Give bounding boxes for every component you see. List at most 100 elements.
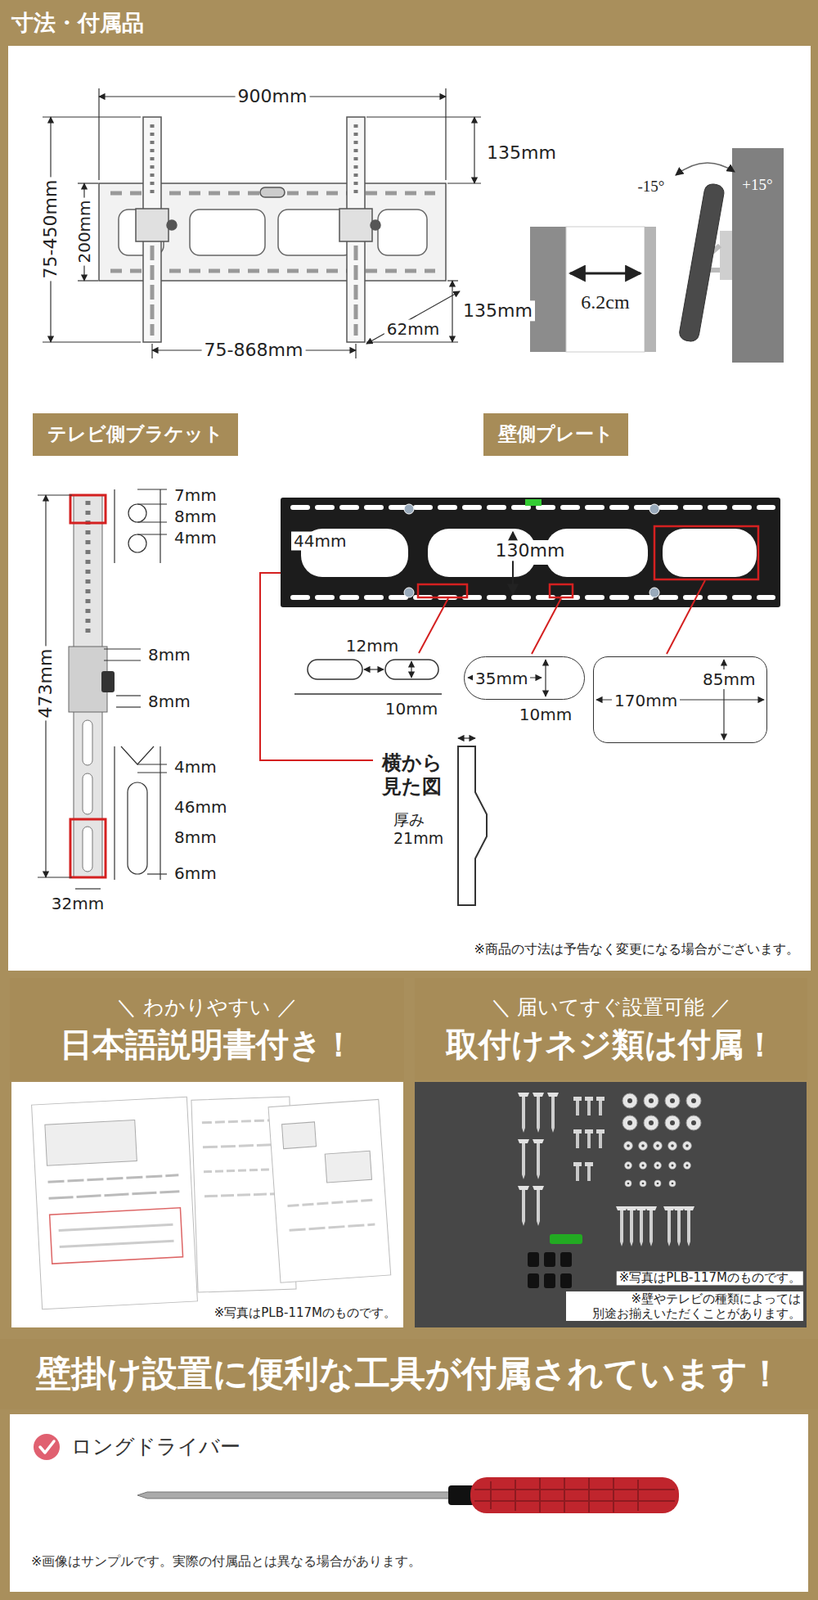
dimension-label: 75-868mm: [202, 339, 306, 360]
note-text: ※写真はPLB-117Mのものです。: [616, 1270, 804, 1285]
screw-set-photo-part: [596, 1128, 605, 1148]
screwdriver-part: [612, 1477, 615, 1512]
manual-pages-part: [268, 1098, 392, 1282]
heading-text: 壁側プレート: [498, 422, 614, 446]
screw-set-photo-part: [654, 1179, 661, 1187]
screw-set-photo-part: [663, 1205, 675, 1246]
dimension-label: 900mm: [235, 85, 311, 107]
screw-set-photo-part: [654, 1161, 662, 1169]
screw-set-photo-part: [584, 1096, 594, 1115]
screw-set-photo-part: [686, 1092, 702, 1108]
page-title: 寸法・付属品: [11, 9, 144, 36]
wall-plate-photo: [260, 497, 781, 760]
screw-set-photo-part: [635, 1205, 648, 1246]
dimension-label: 32mm: [49, 894, 107, 913]
tv-bracket-drawing-part-part: [128, 503, 147, 522]
wall-plate-photo-part: [662, 528, 757, 577]
screw-set-photo-part: [615, 1205, 628, 1246]
dimension-lines-part: [451, 280, 453, 342]
tv-bracket-drawing-part-part: [137, 771, 167, 773]
dimension-label: 46mm: [171, 797, 230, 817]
wall-plate-photo-part: [654, 525, 759, 580]
mount-frame-drawing-part: [166, 220, 177, 230]
screw-set-photo-part: [683, 1161, 692, 1169]
dimension-label: 4mm: [171, 757, 220, 777]
heading-text: テレビ側ブラケット: [47, 422, 224, 446]
manual-pages-part-part: [203, 1168, 282, 1171]
dimension-lines-part: [447, 182, 481, 184]
manual-pages-part-part: [268, 1098, 392, 1282]
plate-detail-drawings-part: [544, 659, 546, 697]
tv-bracket-drawing-part-part: [137, 763, 167, 765]
tv-bracket-drawing-part: [70, 818, 106, 877]
plate-detail-drawings-part: [458, 737, 476, 738]
mount-frame-drawing: [98, 116, 446, 342]
tilt-figure: [675, 148, 784, 363]
screw-set-photo-part: [683, 1205, 695, 1246]
tv-bracket-drawing-part: [82, 719, 93, 765]
mount-frame-drawing-part: [150, 124, 155, 197]
screw-set-photo-part: [643, 1092, 659, 1108]
dimension-value: 85mm: [700, 669, 758, 689]
screw-set-photo-part: [622, 1114, 638, 1130]
screw-set-photo-part: [643, 1114, 659, 1130]
dimension-lines-part: [42, 341, 141, 342]
manual-pages-part-part: [49, 1191, 180, 1198]
tv-bracket-drawing-part: [101, 670, 115, 693]
tv-bracket-drawing-part-part: [137, 503, 167, 504]
view-caption: 厚み 21mm: [391, 809, 450, 848]
wall-plate-photo-part: [531, 597, 562, 654]
wall-gap-figure: [530, 226, 657, 352]
plate-detail-drawings-part: [364, 668, 384, 670]
check-icon-part: [33, 1433, 60, 1460]
dimension-lines-part: [151, 343, 153, 359]
mount-frame-drawing-part: [150, 245, 155, 336]
screw-set-photo-part: [560, 1272, 572, 1288]
wall-plate-photo-part: [666, 579, 706, 654]
section-tag: 壁側プレート: [483, 413, 629, 456]
screw-set-photo-part: [532, 1138, 544, 1179]
plate-detail-drawings-part: [294, 692, 442, 695]
screwdriver-part: [474, 1499, 675, 1502]
heading-text: 取付けネジ類は付属！: [445, 1024, 777, 1064]
wall-plate-photo-part: [649, 587, 660, 598]
screwdriver-part: [563, 1477, 566, 1512]
wall-gap-figure-part: [530, 226, 567, 352]
dimension-label: 8mm: [145, 692, 194, 711]
screwdriver-part: [637, 1478, 639, 1511]
mount-frame-drawing-part: [135, 208, 169, 242]
panel-header: ＼ 届いてすぐ設置可能 ／取付けネジ類は付属！: [414, 977, 808, 1080]
dimension-label: 12mm: [343, 636, 401, 656]
screw-set-photo-part: [683, 1141, 693, 1151]
tv-bracket-drawing-part-part: [37, 494, 72, 495]
plate-detail-drawings-part: [458, 746, 487, 905]
tv-bracket-drawing-part-part: [75, 887, 101, 889]
note-text: ※画像はサンプルです。実際の付属品とは異なる場合があります。: [28, 1553, 424, 1569]
manual-pages-part-part: [287, 1199, 374, 1205]
dimension-label: 135mm: [460, 300, 535, 321]
dimension-lines-part: [366, 116, 481, 117]
screw-set-photo-part: [584, 1128, 594, 1148]
tv-bracket-drawing-part-part: [137, 521, 167, 522]
tv-bracket-drawing-part: [68, 646, 108, 712]
tv-bracket-drawing-part-part: [37, 876, 72, 877]
screw-set-photo-part: [645, 1205, 657, 1246]
screw-set-photo-part: [573, 1128, 582, 1148]
mount-frame-drawing-part: [370, 220, 381, 230]
tv-bracket-drawing-part-part: [147, 872, 167, 874]
screw-set-photo-part: [532, 1185, 544, 1226]
tv-bracket-drawing-part-part: [159, 489, 161, 563]
tv-bracket-drawing-part-part: [103, 647, 141, 649]
wall-plate-photo-part: [404, 503, 414, 514]
panels-part: [11, 1081, 404, 1327]
view-caption: 横から 見た図: [379, 750, 449, 799]
dimension-label: 7mm: [171, 485, 220, 505]
tilt-figure-part: [675, 162, 735, 176]
dimension-label: 8mm: [171, 507, 220, 526]
screwdriver-part: [474, 1487, 675, 1490]
dimension-label: 75-450mm: [40, 177, 61, 282]
manual-pages-part-part: [289, 1223, 376, 1230]
check-icon-part: [40, 1440, 54, 1452]
mount-frame-drawing-part: [339, 208, 373, 242]
screw-set-photo-part: [638, 1141, 648, 1151]
